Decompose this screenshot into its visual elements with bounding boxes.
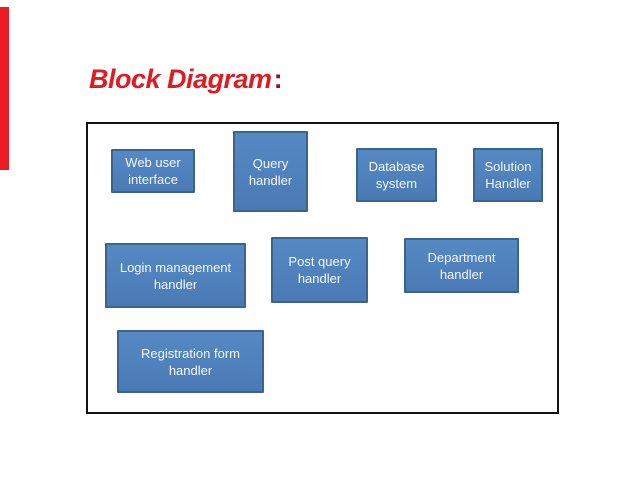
block-label-line: Solution	[484, 159, 532, 174]
block-label-line: handler	[153, 276, 198, 292]
block-label-line: Database	[368, 159, 425, 174]
block-post-query-handler: Post query handler	[271, 237, 368, 303]
page-title: Block Diagram:	[89, 62, 283, 96]
red-accent-bar	[0, 7, 9, 170]
block-label-line: handler	[168, 362, 213, 378]
block-label-line: handler	[297, 271, 342, 286]
block-label-line: system	[375, 176, 418, 191]
block-label-line: Query	[252, 155, 289, 171]
block-label-line: handler	[248, 172, 293, 188]
page-title-colon: :	[273, 64, 283, 94]
block-login-management-handler: Login management handler	[105, 243, 246, 308]
block-database-system: Database system	[356, 148, 437, 202]
block-registration-form-handler: Registration form handler	[117, 330, 264, 393]
block-department-handler: Department handler	[404, 238, 519, 293]
block-web-user-interface: Web user interface	[111, 149, 195, 193]
block-label-line: Department	[427, 249, 496, 265]
block-label-line: Post query	[288, 254, 351, 269]
block-label-line: Registration form	[141, 345, 240, 361]
page-title-text: Block Diagram	[89, 64, 272, 94]
block-label-line: Login management	[119, 259, 232, 275]
block-label-line: Web user	[125, 155, 181, 170]
block-query-handler: Query handler	[233, 131, 308, 212]
block-label-line: interface	[128, 172, 178, 187]
block-label-line: handler	[439, 266, 484, 282]
block-solution-handler: Solution Handler	[473, 148, 543, 202]
block-label-line: Handler	[485, 176, 531, 191]
